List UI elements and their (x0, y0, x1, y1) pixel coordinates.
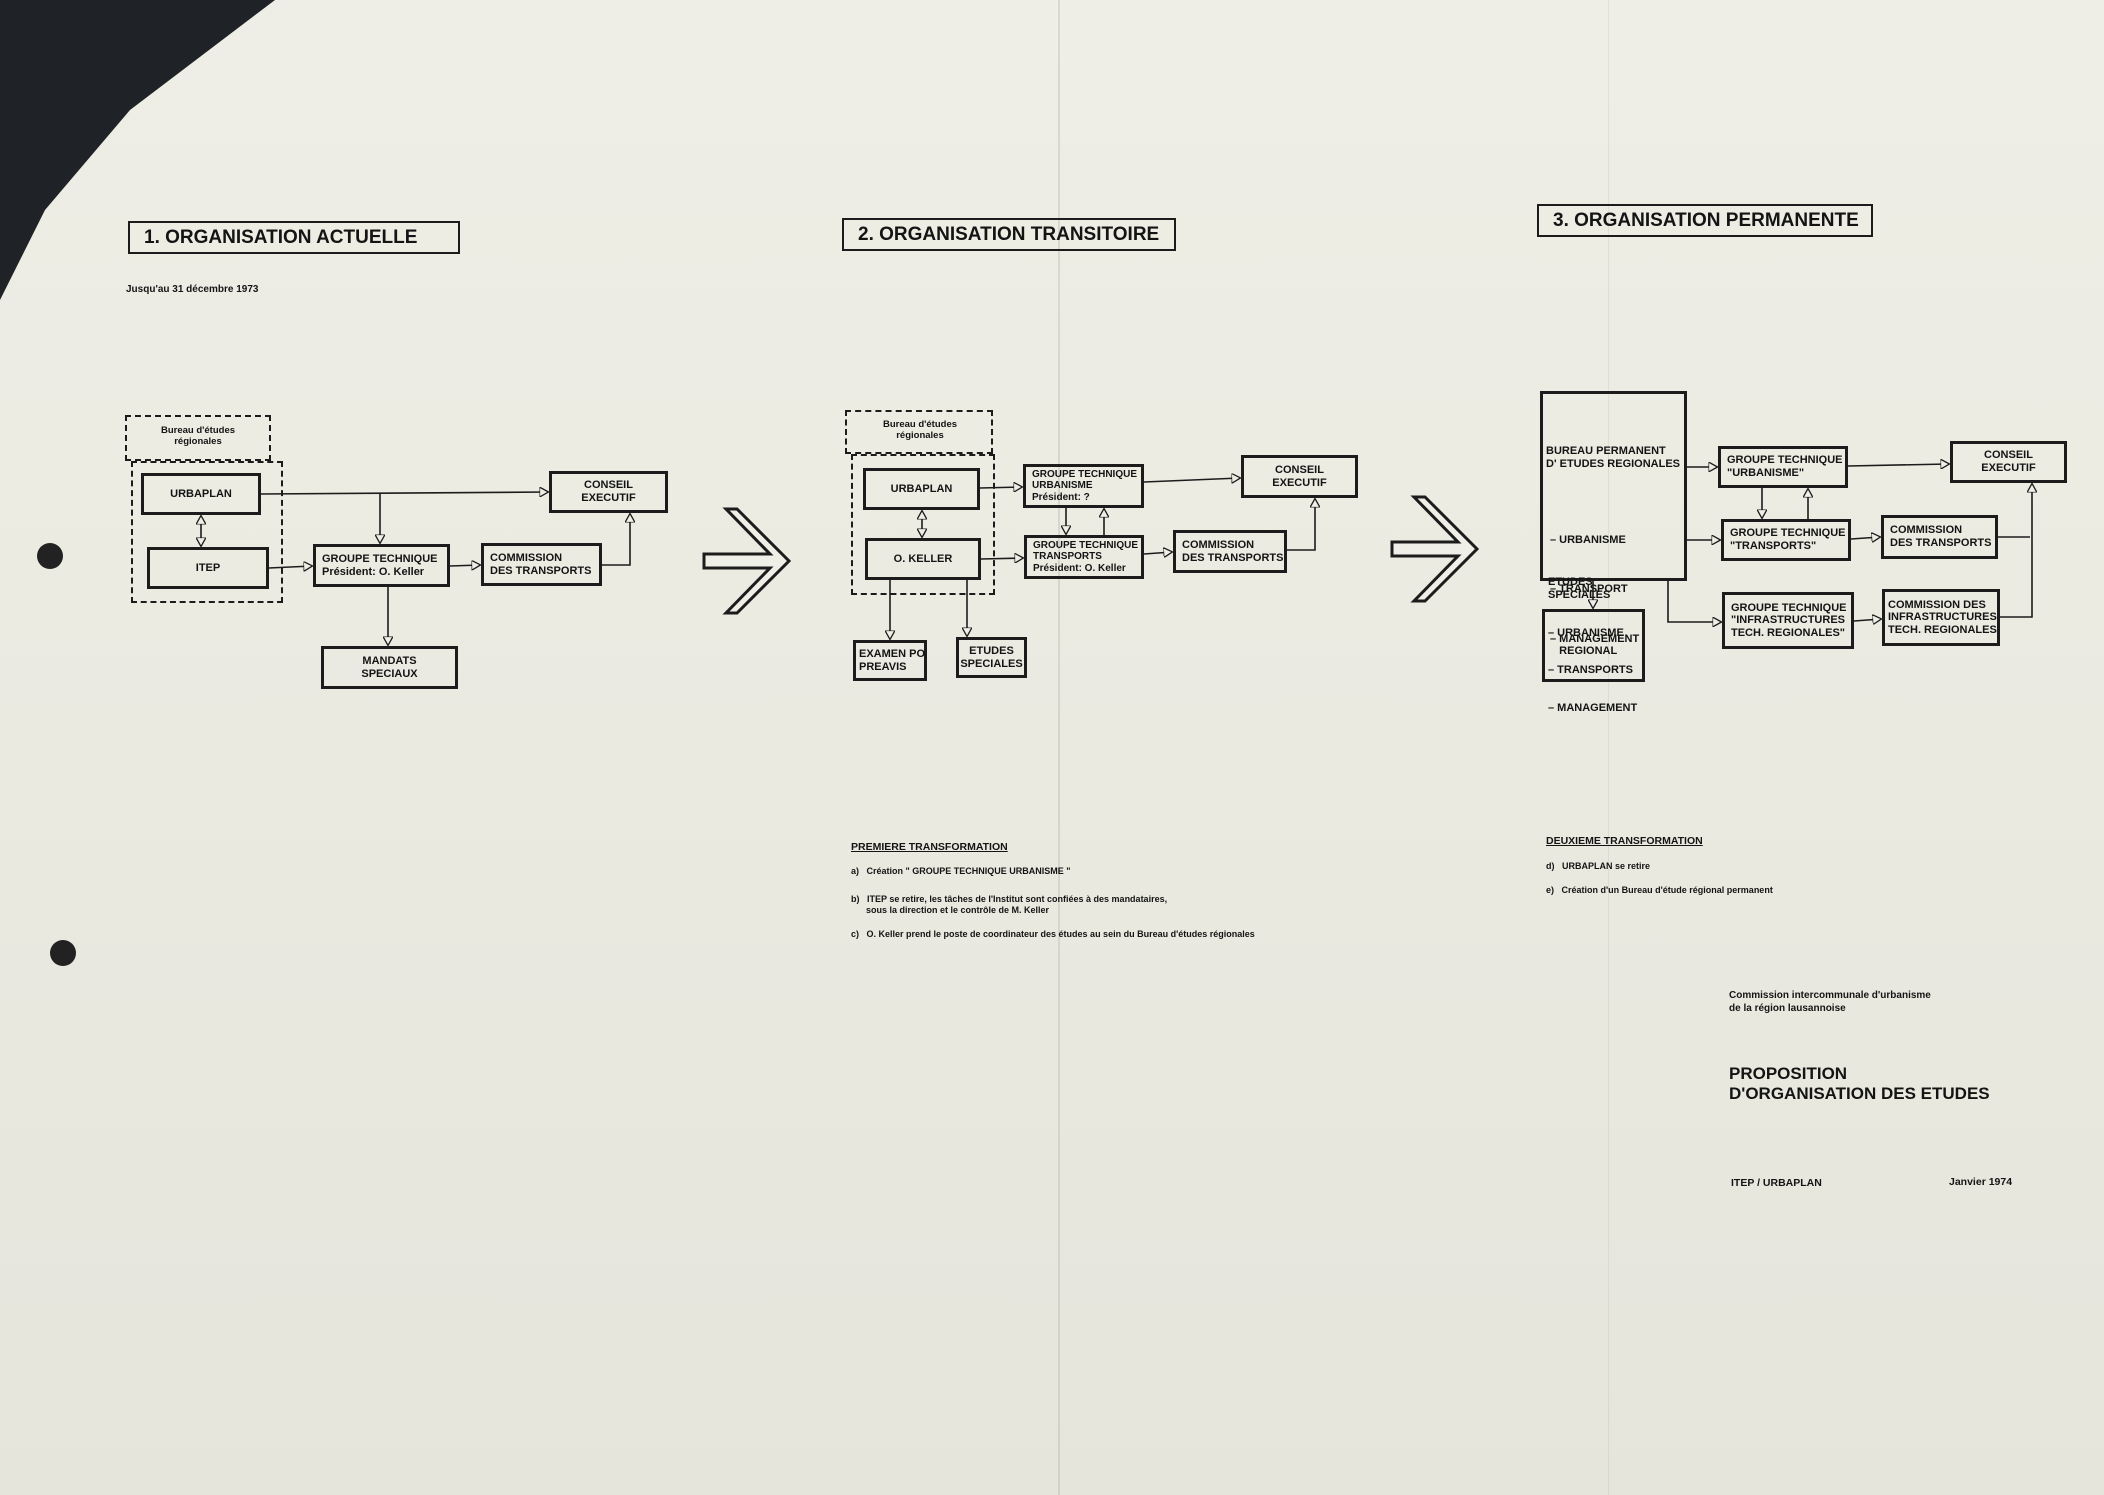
footer-authors: ITEP / URBAPLAN (1731, 1177, 1822, 1189)
big-arrow-2 (1390, 495, 1480, 603)
fold-line-secondary (1608, 0, 1609, 1495)
footer-date: Janvier 1974 (1949, 1176, 2013, 1188)
s1-commission-to-conseil (602, 514, 630, 566)
s3-gti-to-commission (1853, 619, 1881, 621)
s2-gtt-to-commission (1143, 552, 1172, 554)
mandats-speciaux-box: MANDATS SPECIAUX (321, 646, 458, 689)
s3-gtu-to-conseil (1847, 464, 1949, 466)
transformation2-heading: DEUXIEME TRANSFORMATION (1546, 835, 1703, 847)
transformation1-item-b: b) ITEP se retire, les tâches de l'Insti… (851, 894, 1168, 916)
bureau-item-management: – MANAGEMENT REGIONAL (1550, 632, 1640, 657)
transformation2-item-d: d) URBAPLAN se retire (1546, 861, 1651, 871)
gt-urbanisme-box-3: GROUPE TECHNIQUE "URBANISME" (1718, 446, 1848, 488)
transformation1-item-a: a) Création " GROUPE TECHNIQUE URBANISME… (851, 866, 1071, 876)
big-arrow-1 (702, 507, 792, 615)
urbaplan-box-2: URBAPLAN (863, 468, 980, 510)
commission-transports-box-1: COMMISSION DES TRANSPORTS (481, 543, 602, 586)
bureau1-label: Bureau d'études régionales (160, 425, 236, 448)
etudes-item-transports: – TRANSPORTS (1548, 664, 1633, 677)
bureau-item-urbanisme: – URBANISME (1550, 534, 1626, 547)
fold-line (1058, 0, 1060, 1495)
section1-date: Jusqu'au 31 décembre 1973 (126, 284, 259, 295)
bureau2-label-frame (845, 410, 993, 454)
footer-document-title: PROPOSITION D'ORGANISATION DES ETUDES (1729, 1064, 1990, 1104)
conseil-executif-box-3: CONSEIL EXECUTIF (1950, 441, 2067, 483)
etudes-item-management: – MANAGEMENT (1548, 702, 1638, 715)
section1-title: 1. ORGANISATION ACTUELLE (128, 221, 460, 254)
punch-hole-bottom (50, 940, 76, 966)
s2-commission-to-conseil (1287, 499, 1315, 551)
s3-gtt-to-commission (1850, 537, 1880, 539)
itep-box: ITEP (147, 547, 269, 589)
punch-hole-top (37, 543, 63, 569)
commission-infrastructures-box: COMMISSION DES INFRASTRUCTURES TECH. REG… (1882, 589, 2000, 646)
gt-transports-box-2: GROUPE TECHNIQUE TRANSPORTS Président: O… (1024, 535, 1144, 579)
etudes-speciales-title: ETUDES SPECIALES (1548, 575, 1611, 601)
etudes-speciales-box-3: ETUDES SPECIALES – URBANISME – TRANSPORT… (1542, 576, 1645, 714)
s2-keller-to-gtt (980, 558, 1023, 559)
s3-bureau-to-gti (1667, 581, 1721, 622)
conseil-executif-box-2: CONSEIL EXECUTIF (1241, 455, 1358, 498)
gt-urbanisme-box-2: GROUPE TECHNIQUE URBANISME Président: ? (1023, 464, 1144, 508)
gt-infrastructures-box: GROUPE TECHNIQUE "INFRASTRUCTURES TECH. … (1722, 592, 1854, 649)
section3-title: 3. ORGANISATION PERMANENTE (1537, 204, 1873, 237)
gt-transports-box-3: GROUPE TECHNIQUE "TRANSPORTS" (1721, 519, 1851, 561)
conseil-executif-box-1: CONSEIL EXECUTIF (549, 471, 668, 513)
transformation1-heading: PREMIERE TRANSFORMATION (851, 841, 1008, 853)
s2-urbaplan-to-gtu (979, 487, 1022, 488)
bureau1-frame (131, 461, 283, 603)
bureau2-label: Bureau d'études régionales (882, 419, 958, 442)
bureau1-label-frame (125, 415, 271, 461)
etudes-speciales-box-2: ETUDES SPECIALES (956, 637, 1027, 678)
keller-box: O. KELLER (865, 538, 981, 580)
s1-urbaplan-to-conseil (260, 492, 548, 494)
commission-transports-box-3: COMMISSION DES TRANSPORTS (1881, 515, 1998, 559)
groupe-technique-box-1: GROUPE TECHNIQUE Président: O. Keller (313, 544, 450, 587)
footer-organisation: Commission intercommunale d'urbanisme de… (1729, 990, 1931, 1014)
commission-transports-box-2: COMMISSION DES TRANSPORTS (1173, 530, 1287, 573)
etudes-item-urbanisme: – URBANISME (1548, 626, 1624, 639)
examen-preavis-box: EXAMEN PO PREAVIS (853, 640, 927, 681)
bureau2-frame (851, 454, 995, 595)
s2-gtu-to-conseil (1143, 478, 1240, 482)
bureau-permanent-title: BUREAU PERMANENT D' ETUDES REGIONALES (1546, 445, 1681, 470)
section2-title: 2. ORGANISATION TRANSITOIRE (842, 218, 1176, 251)
s1-itep-to-groupe (268, 566, 312, 568)
s3-commissions-to-conseil (1998, 484, 2032, 618)
transformation1-item-c: c) O. Keller prend le poste de coordinat… (851, 929, 1255, 939)
urbaplan-box-1: URBAPLAN (141, 473, 261, 515)
bureau-permanent-box: BUREAU PERMANENT D' ETUDES REGIONALES – … (1540, 391, 1687, 657)
s1-groupe-to-commission (449, 565, 480, 566)
transformation2-item-e: e) Création d'un Bureau d'étude régional… (1546, 885, 1773, 895)
